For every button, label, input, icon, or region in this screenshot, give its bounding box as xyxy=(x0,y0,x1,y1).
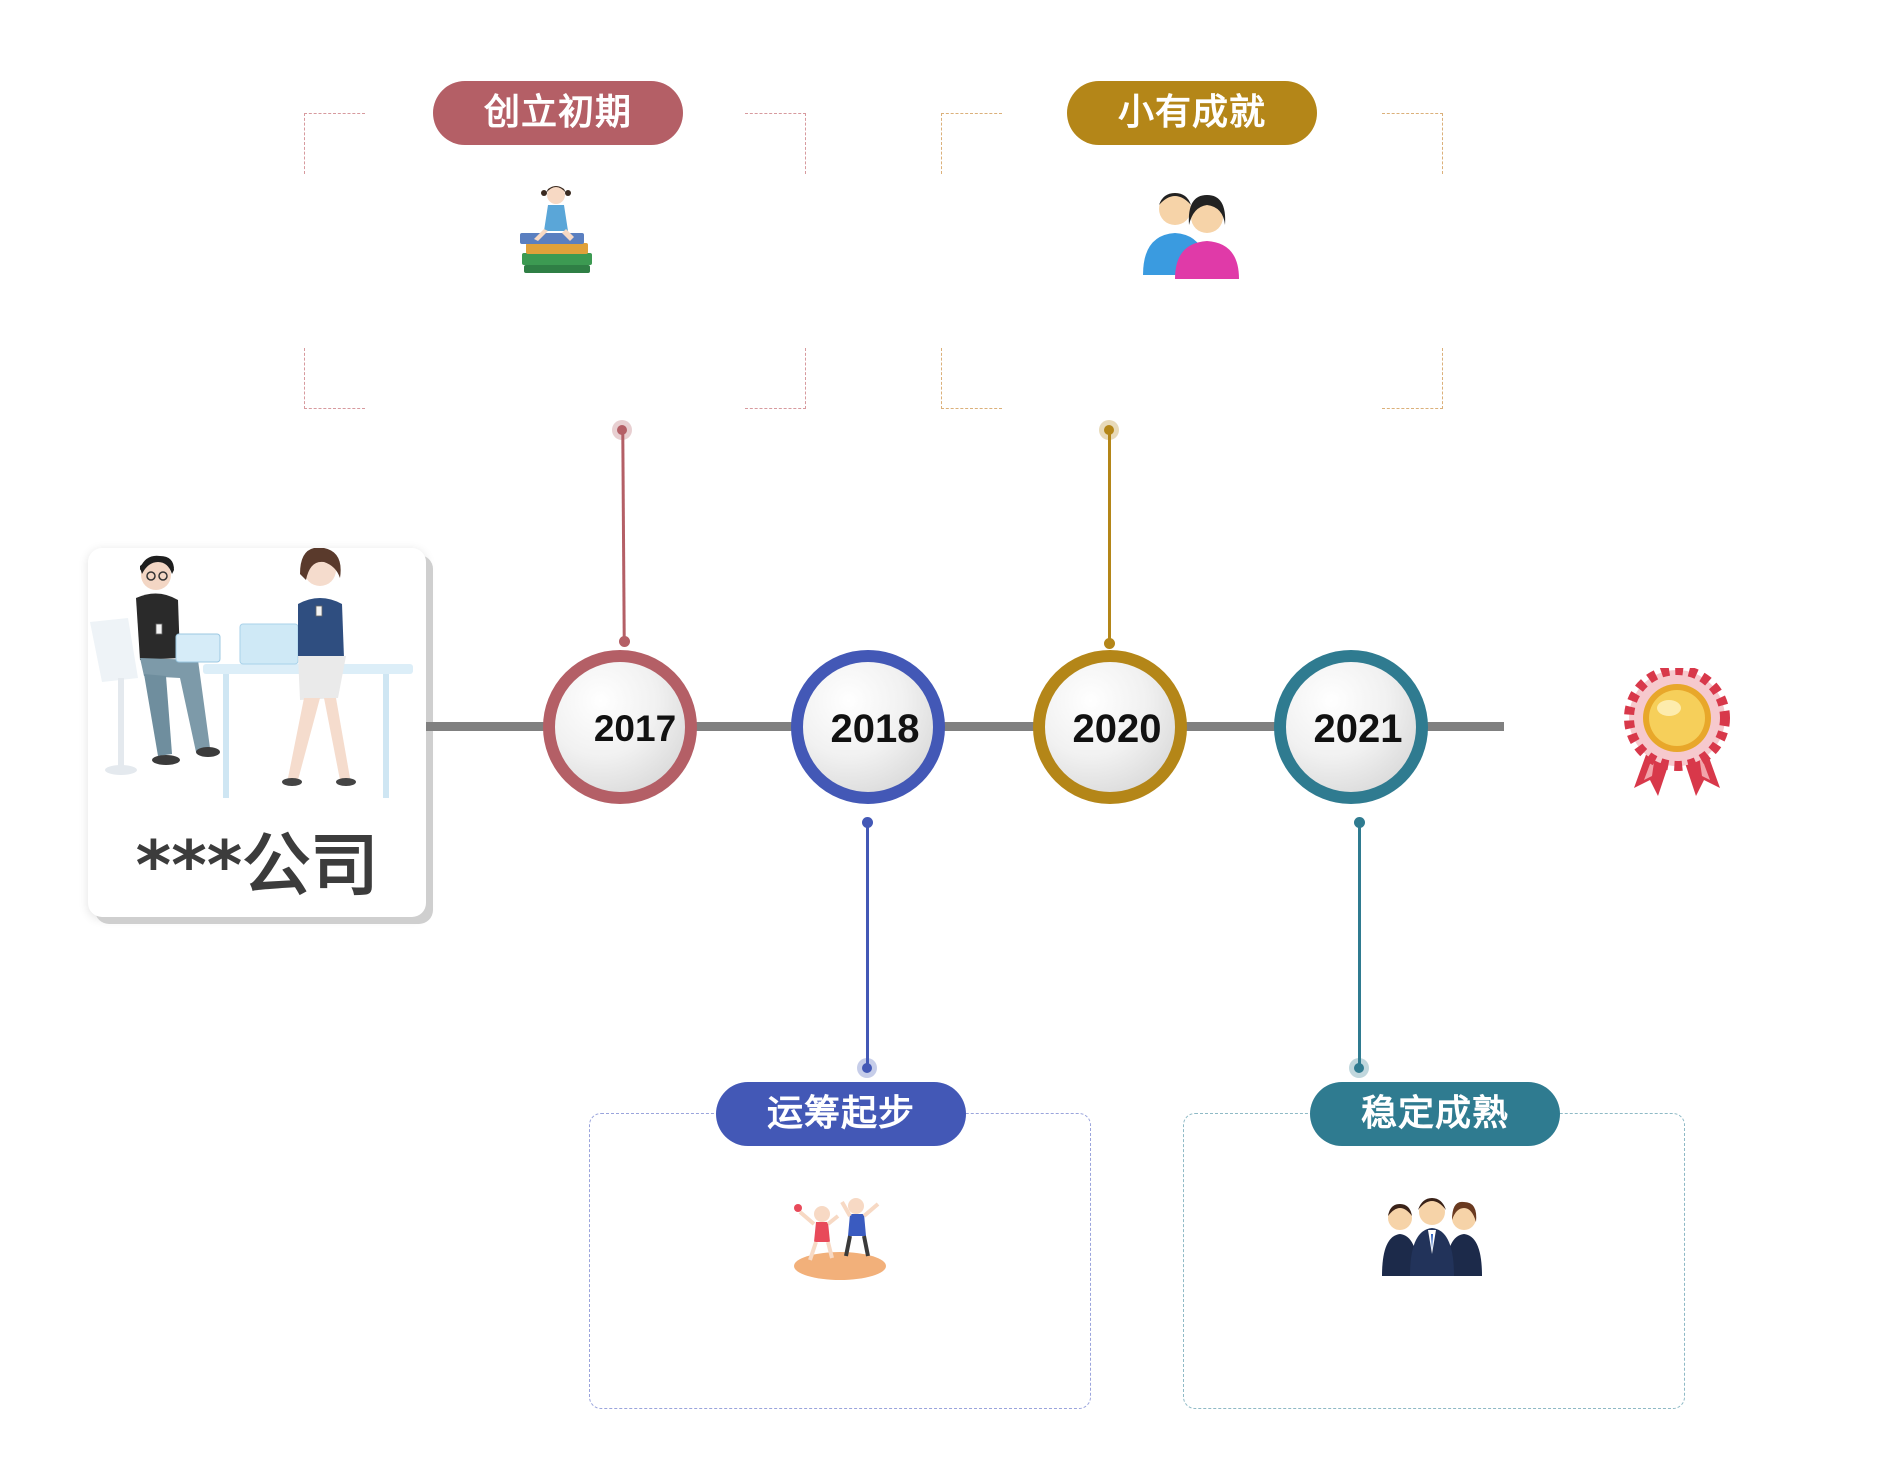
award-medal-icon xyxy=(1624,668,1730,796)
stage-title: 创立初期 xyxy=(433,81,683,145)
connector-start-dot xyxy=(1354,817,1365,828)
connector-start-dot xyxy=(619,636,630,647)
dashed-border xyxy=(1382,348,1443,409)
dashed-border xyxy=(745,113,806,174)
company-name: ***公司 xyxy=(135,827,379,906)
timeline-main-line xyxy=(426,722,1504,731)
stage-title: 运筹起步 xyxy=(716,1082,966,1146)
connector-2021 xyxy=(1358,822,1361,1072)
connector-2017 xyxy=(621,429,626,643)
dashed-border xyxy=(745,348,806,409)
kids-jumping-icon xyxy=(794,1198,886,1280)
stage-box-2020: 小有成就 xyxy=(941,81,1443,409)
office-workers-illustration xyxy=(90,548,413,798)
year-label: 2017 xyxy=(593,708,677,749)
connector-2018 xyxy=(866,822,869,1072)
dashed-border xyxy=(941,348,1002,409)
year-node-2020: 2020 xyxy=(1033,650,1187,804)
connector-start-dot xyxy=(862,817,873,828)
year-node-2018: 2018 xyxy=(791,650,945,804)
dashed-border xyxy=(304,113,365,174)
stage-box-2021: 稳定成熟 xyxy=(1183,1082,1685,1409)
girl-on-books-icon xyxy=(520,186,592,273)
connector-end-dot xyxy=(1099,420,1119,440)
year-node-2017: 2017 xyxy=(543,650,697,804)
connector-end-dot xyxy=(612,420,632,440)
connector-end-dot xyxy=(857,1058,877,1078)
couple-users-icon xyxy=(1143,193,1239,279)
connector-end-dot xyxy=(1349,1058,1369,1078)
dashed-border xyxy=(304,348,365,409)
stage-title: 小有成就 xyxy=(1067,81,1317,145)
stage-box-2017: 创立初期 xyxy=(304,81,806,409)
stage-title: 稳定成熟 xyxy=(1310,1082,1560,1146)
business-team-icon xyxy=(1382,1198,1482,1276)
connector-start-dot xyxy=(1104,638,1115,649)
dashed-border xyxy=(941,113,1002,174)
year-label: 2018 xyxy=(830,706,920,751)
stage-box-2018: 运筹起步 xyxy=(589,1082,1091,1409)
company-card: ***公司 xyxy=(88,548,426,917)
year-label: 2020 xyxy=(1072,706,1162,751)
year-node-2021: 2021 xyxy=(1274,650,1428,804)
dashed-border xyxy=(1382,113,1443,174)
year-label: 2021 xyxy=(1313,706,1403,751)
connector-2020 xyxy=(1108,430,1111,642)
